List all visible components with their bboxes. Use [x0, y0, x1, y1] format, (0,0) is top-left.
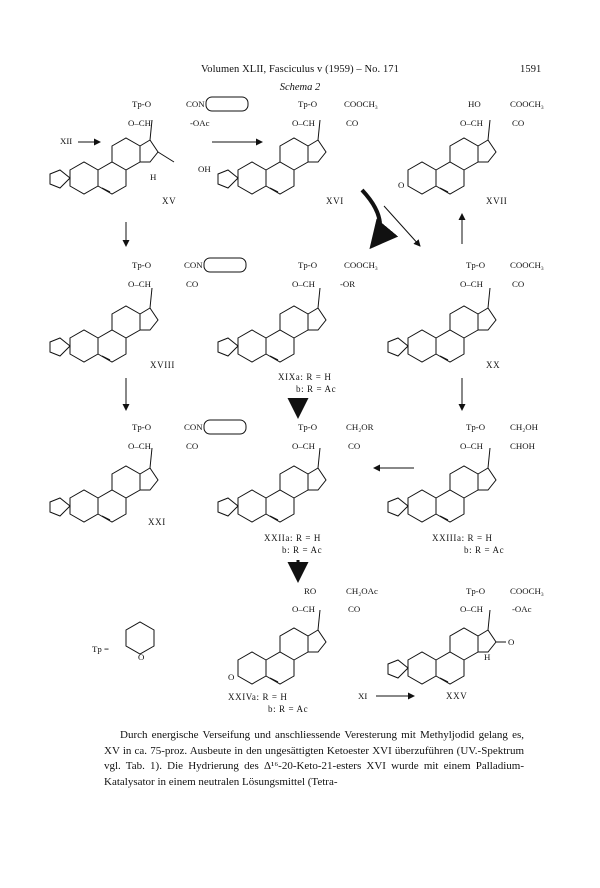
compound-label-xxiv-b: b: R = Ac: [268, 704, 308, 714]
label-h-xv: H: [150, 172, 157, 182]
label-tpo-xv: Tp-O: [132, 99, 151, 109]
compound-xvi: [217, 119, 327, 195]
label-och-xxi: O–CH: [128, 441, 152, 451]
reaction-scheme: Tp-O O–CH CON -OAc OH H XV XII Tp-O O–CH…: [49, 96, 544, 714]
label-co-xviii: CO: [186, 279, 198, 289]
compound-label-xix: XIXa: R = H: [278, 372, 331, 382]
compound-label-xxv: XXV: [446, 691, 467, 701]
morpholine-ring-xviii: [203, 257, 247, 273]
label-ch2oh-xxiii: CH₂OH: [510, 422, 539, 432]
body-paragraph: Durch energische Verseifung und anschlie…: [104, 728, 524, 790]
label-choh-xxiii: CHOH: [510, 441, 536, 451]
label-ketone-o-xxv: O: [508, 637, 514, 647]
label-tpo-xviii: Tp-O: [132, 260, 151, 270]
label-och-xx: O–CH: [460, 279, 484, 289]
compound-label-xxiii-b: b: R = Ac: [464, 545, 504, 555]
compound-label-xvi: XVI: [326, 196, 344, 206]
label-ho-xvii: HO: [468, 99, 481, 109]
label-och-xix: O–CH: [292, 279, 316, 289]
label-xi-arrow: XI: [358, 691, 367, 701]
compound-label-xvii: XVII: [486, 196, 507, 206]
label-cooch3-xvii: COOCH₃: [510, 99, 544, 109]
label-co-xxiv: CO: [348, 604, 360, 614]
label-oac-xxv: -OAc: [512, 604, 532, 614]
label-tpo-xxv: Tp-O: [466, 586, 485, 596]
label-con-xv: CON: [186, 99, 205, 109]
compound-xxiii: [387, 447, 497, 523]
arrow-xvi-xx: [383, 205, 421, 247]
label-tpo-xx: Tp-O: [466, 260, 485, 270]
label-con-xxi: CON: [184, 422, 203, 432]
label-och-xxii: O–CH: [292, 441, 316, 451]
running-header: Volumen XLII, Fasciculus v (1959) – No. …: [200, 64, 400, 75]
scheme-title: Schema 2: [279, 82, 321, 93]
label-xii-arrow: XII: [60, 136, 72, 146]
label-tpo-xxi: Tp-O: [132, 422, 151, 432]
compound-xxi: [49, 447, 159, 523]
label-co-xxi: CO: [186, 441, 198, 451]
compound-xxiv: [237, 609, 327, 685]
label-tp-definition: Tp =: [92, 644, 109, 654]
morpholine-ring-xxi: [203, 419, 247, 435]
label-o-tp: O: [138, 652, 144, 662]
compound-label-xxii-b: b: R = Ac: [282, 545, 322, 555]
bold-arrow-xvi-xix: [360, 188, 399, 250]
label-o-xxiv: O: [228, 672, 234, 682]
compound-xv: [49, 119, 175, 195]
label-cooch3-xix: COOCH₃: [344, 260, 378, 270]
compound-label-xxiii: XXIIIa: R = H: [432, 533, 493, 543]
tetrahydropyran-ring: [125, 621, 155, 655]
paragraph-text: Durch energische Verseifung und anschlie…: [104, 729, 524, 788]
label-tpo-xxiii: Tp-O: [466, 422, 485, 432]
label-och-xvii: O–CH: [460, 118, 484, 128]
label-o-xvii: O: [398, 180, 404, 190]
label-cooch3-xxv: COOCH₃: [510, 586, 544, 596]
label-oh-xv: OH: [198, 164, 211, 174]
compound-label-xviii: XVIII: [150, 360, 175, 370]
compound-label-xxii: XXIIa: R = H: [264, 533, 321, 543]
label-tpo-xxii: Tp-O: [298, 422, 317, 432]
label-och-xxiii: O–CH: [460, 441, 484, 451]
label-och-xviii: O–CH: [128, 279, 152, 289]
compound-label-xix-b: b: R = Ac: [296, 384, 336, 394]
compound-xx: [387, 287, 497, 363]
compound-xxii: [217, 447, 327, 523]
label-och-xvi: O–CH: [292, 118, 316, 128]
compound-label-xv: XV: [162, 196, 176, 206]
label-co-xxii: CO: [348, 441, 360, 451]
label-och-xv: O–CH: [128, 118, 152, 128]
label-con-xviii: CON: [184, 260, 203, 270]
compound-label-xxiv: XXIVa: R = H: [228, 692, 288, 702]
compound-xvii: [407, 119, 497, 195]
label-or-xix: -OR: [340, 279, 355, 289]
label-ch2oac-xxiv: CH₂OAc: [346, 586, 378, 596]
label-ro-xxiv: RO: [304, 586, 316, 596]
label-co-xvii: CO: [512, 118, 524, 128]
label-tpo-xix: Tp-O: [298, 260, 317, 270]
label-ch2or-xxii: CH₂OR: [346, 422, 374, 432]
label-co-xx: CO: [512, 279, 524, 289]
label-cooch3-xvi: COOCH₃: [344, 99, 378, 109]
morpholine-ring-xv: [205, 96, 249, 112]
compound-label-xxi: XXI: [148, 517, 166, 527]
compound-label-xx: XX: [486, 360, 500, 370]
label-h-xxv: H: [484, 652, 491, 662]
compound-xviii: [49, 287, 159, 363]
label-co-xvi: CO: [346, 118, 358, 128]
label-och-xxiv: O–CH: [292, 604, 316, 614]
label-tpo-xvi: Tp-O: [298, 99, 317, 109]
label-och-xxv: O–CH: [460, 604, 484, 614]
label-oac-xv: -OAc: [190, 118, 210, 128]
page-number: 1591: [520, 64, 542, 75]
label-cooch3-xx: COOCH₃: [510, 260, 544, 270]
compound-xxv: [387, 609, 506, 685]
compound-xix: [217, 287, 327, 363]
